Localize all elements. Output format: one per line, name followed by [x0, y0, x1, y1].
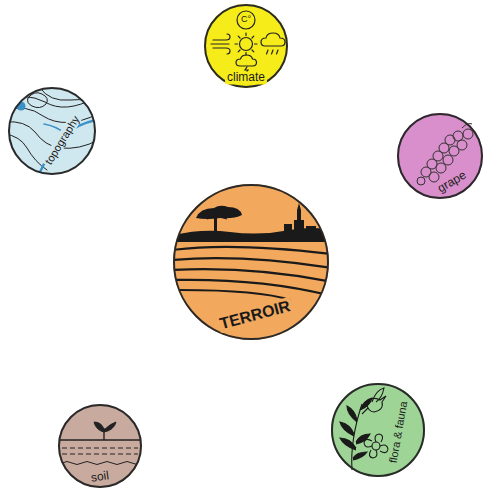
grape-disc	[397, 113, 483, 199]
circle-outline	[331, 383, 425, 477]
node-label: flora & fauna	[386, 398, 409, 465]
node-label: topography	[41, 112, 83, 168]
circle-node: TERROIR	[173, 184, 329, 340]
circle-border	[59, 405, 141, 487]
soil-disc	[58, 404, 142, 488]
node-label: grape	[434, 168, 471, 197]
plant-bird	[340, 388, 388, 470]
circle-node: soil	[58, 404, 142, 488]
node-label: climate	[225, 71, 267, 84]
circle-border	[174, 185, 328, 339]
circle-node: grape	[397, 113, 483, 199]
topography-disc	[8, 87, 96, 175]
temperature-symbol: C°	[241, 15, 251, 25]
circle-node: flora & fauna	[331, 383, 425, 477]
weather-icons	[211, 11, 285, 73]
node-label: soil	[88, 469, 112, 485]
contour-map	[5, 88, 100, 184]
landscape	[170, 203, 335, 300]
terroir-disc	[173, 184, 329, 340]
circle-border	[332, 384, 424, 476]
climate-disc	[204, 4, 288, 88]
circle-border	[398, 114, 482, 198]
flora-disc	[331, 383, 425, 477]
circle-border	[9, 88, 95, 174]
circle-border	[205, 5, 287, 87]
node-label: TERROIR	[216, 297, 294, 334]
circle-node: topography	[8, 87, 96, 175]
soil-layers	[58, 422, 142, 465]
